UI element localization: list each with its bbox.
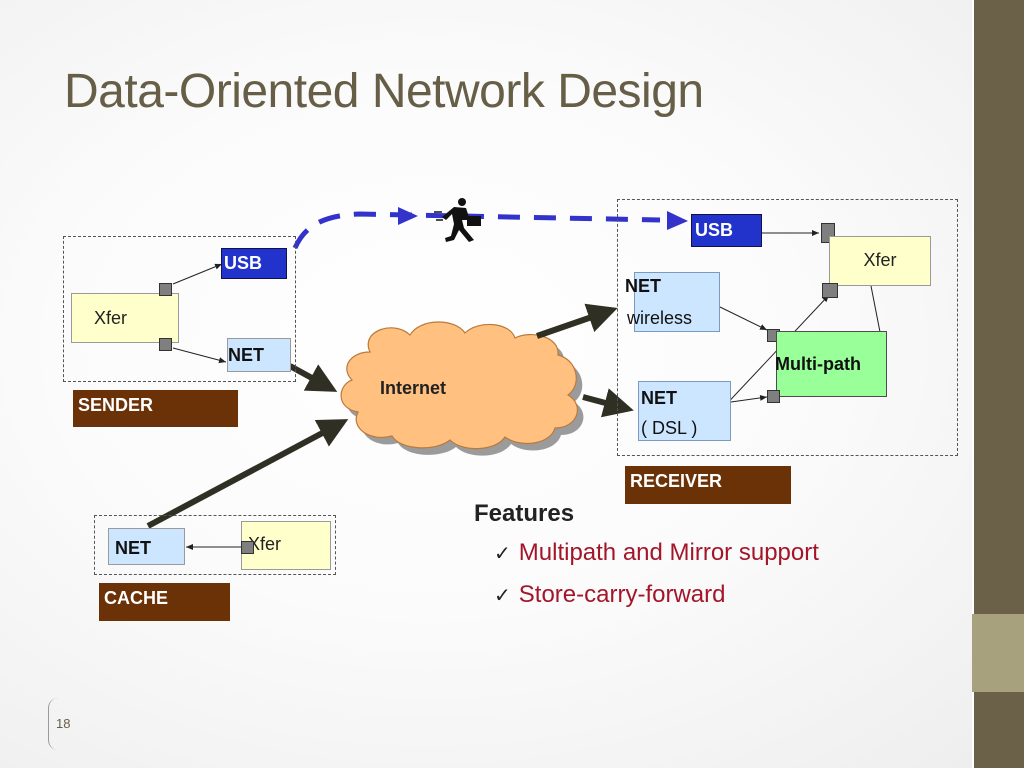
wireless-to-port	[719, 306, 768, 331]
sidebar-edge	[972, 0, 974, 768]
feature-text: Multipath and Mirror support	[518, 539, 819, 566]
sender-net-label: NET	[228, 345, 264, 365]
sender-group-boundary	[63, 236, 296, 382]
sender-port-to-net	[172, 347, 227, 364]
dsl-to-xfer-port	[719, 294, 830, 412]
cache-net-port	[241, 541, 254, 554]
usb-carry-arrowhead-1	[398, 207, 418, 225]
sidebar-band	[972, 0, 1024, 768]
page-number-brace	[48, 698, 59, 750]
receiver-net-wireless-label: NET	[625, 276, 661, 296]
cache-xfer-box: Xfer	[241, 521, 331, 570]
sender-usb-box: USB	[221, 248, 287, 279]
features-heading: Features	[474, 500, 575, 527]
sender-net-box: NET	[227, 338, 291, 372]
receiver-xfer-port	[822, 283, 838, 298]
sender-port-to-usb	[172, 263, 223, 285]
receiver-net-dsl-box: NET ( DSL )	[638, 381, 731, 441]
sender-label: SENDER	[73, 390, 238, 427]
receiver-label: RECEIVER	[625, 466, 791, 504]
multipath-to-xfer	[870, 285, 881, 333]
running-courier-icon	[434, 198, 481, 242]
receiver-net-wireless-box: NET wireless	[625, 272, 720, 332]
checkmark-icon: ✓	[494, 585, 511, 607]
internet-cloud	[340, 321, 584, 456]
usb-carry-path	[292, 211, 661, 250]
page-number: 18	[56, 716, 71, 731]
cache-net-box: NET	[108, 528, 185, 565]
usb-carry-arrowhead-2	[667, 211, 688, 230]
dsl-to-port	[730, 394, 768, 403]
receiver-xfer-box: Xfer	[829, 236, 931, 286]
receiver-usb-label: USB	[695, 220, 734, 240]
cache-net-label: NET	[115, 538, 151, 558]
receiver-usb-box: USB	[691, 214, 762, 247]
sender-net-port	[159, 338, 172, 351]
receiver-net-dsl-label: NET	[641, 388, 677, 408]
cache-to-internet-arrow	[146, 419, 349, 529]
slide-title: Data-Oriented Network Design	[64, 65, 704, 118]
receiver-dsl-port	[767, 390, 780, 403]
internet-to-wireless-arrow	[536, 303, 618, 339]
feature-item: ✓ Multipath and Mirror support	[494, 539, 819, 567]
sidebar-stripe	[972, 614, 1024, 692]
sender-xfer-box: Xfer	[71, 293, 179, 343]
cache-xfer-label: Xfer	[248, 534, 282, 554]
checkmark-icon: ✓	[494, 543, 511, 565]
internet-to-dsl-arrow	[582, 388, 634, 418]
feature-text: Store-carry-forward	[518, 581, 726, 608]
receiver-group-boundary	[617, 199, 958, 456]
sender-usb-label: USB	[224, 253, 263, 273]
sender-usb-port	[159, 283, 172, 296]
multipath-box: Multi-path	[775, 331, 887, 397]
cache-label: CACHE	[99, 583, 230, 621]
sender-to-internet-arrow	[288, 363, 338, 392]
receiver-net-dsl-sub: ( DSL )	[641, 418, 698, 438]
feature-item: ✓ Store-carry-forward	[494, 581, 725, 609]
receiver-net-wireless-sub: wireless	[627, 308, 693, 328]
multipath-label: Multi-path	[775, 354, 861, 374]
cache-group-boundary	[94, 515, 336, 575]
internet-label: Internet	[380, 378, 447, 398]
sender-xfer-label: Xfer	[94, 308, 128, 328]
receiver-xfer-label: Xfer	[863, 250, 897, 270]
